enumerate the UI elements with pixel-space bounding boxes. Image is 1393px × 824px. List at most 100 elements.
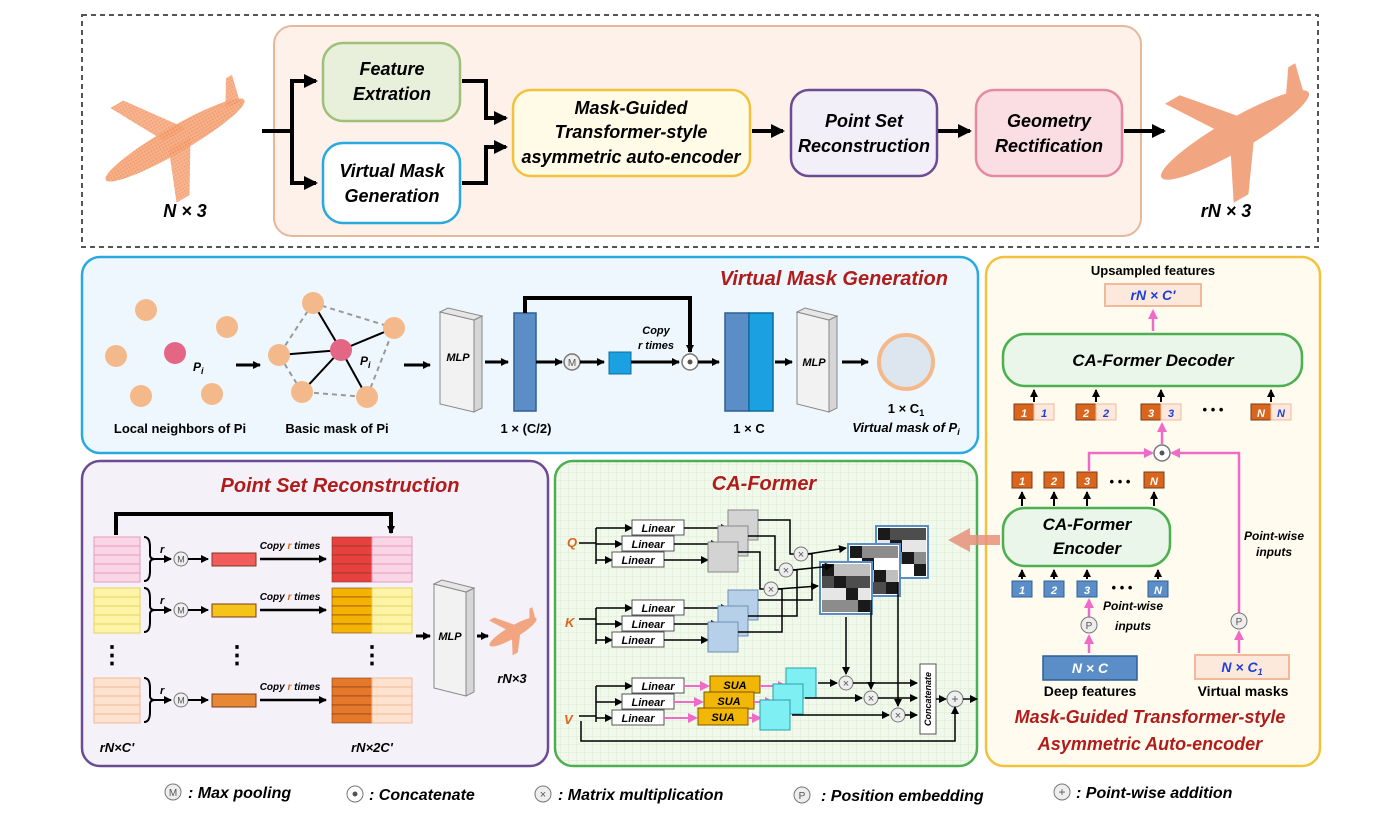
encoder-output-token — [1143, 471, 1165, 489]
attention-cell — [850, 546, 862, 558]
output-airplane-cloud — [1160, 63, 1310, 203]
local-neighbors-label: Local neighbors of Pi — [114, 421, 246, 436]
autoencoder-title-2: Asymmetric Auto-encoder — [1037, 734, 1263, 754]
psr-right-light-cell — [371, 713, 413, 724]
svg-text:N: N — [1154, 585, 1163, 597]
sua-block — [697, 707, 749, 726]
psr-panel — [80, 459, 550, 768]
attention-cell — [914, 528, 926, 540]
psr-maxpool-text: M — [177, 696, 185, 706]
psr-mlp — [432, 579, 476, 697]
svg-text:P: P — [799, 791, 806, 802]
deep-features-box — [1042, 655, 1138, 681]
pointwise-right-1: Point-wise — [1244, 529, 1304, 543]
attention-cell — [834, 600, 846, 612]
psr-right-dark-cell — [331, 554, 373, 565]
projected-feature — [707, 541, 739, 573]
svg-text:+: + — [951, 692, 958, 706]
psr-right-light-cell — [371, 587, 413, 598]
encoder-input-token — [1147, 580, 1169, 598]
virtual-mask-circle — [877, 333, 935, 391]
psr-pooled-feature — [211, 603, 257, 618]
linear-label: Linear — [631, 697, 665, 709]
linear-label: Linear — [631, 619, 665, 631]
attention-cell — [886, 570, 898, 582]
attention-cell — [902, 564, 914, 576]
psr-left-stack-cell — [93, 605, 141, 616]
vmg-mlp-1-label: MLP — [446, 352, 470, 364]
attention-cell — [858, 564, 870, 576]
psr-left-stack-cell — [93, 713, 141, 724]
psr-maxpool-text: M — [177, 555, 185, 565]
vmg-virtual-mask-label: Virtual mask of Pi — [852, 420, 960, 437]
psr-right-light-cell — [371, 614, 413, 625]
psr-left-stack-cell — [93, 536, 141, 547]
psr-right-light-cell — [371, 545, 413, 556]
attention-cell — [846, 588, 858, 600]
psr-left-stack-cell — [93, 686, 141, 697]
caformer-title: CA-Former — [712, 473, 818, 495]
encoder-input-token — [1011, 580, 1033, 598]
encoder-output-token — [1076, 471, 1098, 489]
linear-label: Linear — [641, 681, 675, 693]
attention-cell — [886, 546, 898, 558]
attention-cell — [914, 552, 926, 564]
attention-cell — [878, 528, 890, 540]
encoder-out-dots: • • • — [1110, 474, 1131, 489]
vmg-pooled-feature — [608, 351, 632, 375]
input-airplane-cloud — [105, 74, 245, 203]
caformer-link-arrow — [948, 528, 1000, 552]
legend-addition-label: : Point-wise addition — [1076, 785, 1233, 802]
psr-out-dim: rN×3 — [497, 671, 527, 686]
attention-cell — [902, 540, 914, 552]
pipeline-frame — [81, 14, 1319, 248]
psr-right-dark-cell — [331, 587, 373, 598]
attention-cell — [914, 540, 926, 552]
svg-text:2: 2 — [1050, 476, 1057, 488]
attention-cell — [914, 564, 926, 576]
decoder-token-mask — [1033, 403, 1055, 421]
psr-right-light-cell — [371, 536, 413, 547]
psr-right-dark-cell — [331, 713, 373, 724]
encoder-box — [1001, 506, 1172, 568]
vmg-dim-c: 1 × C — [733, 421, 765, 436]
input-dim-label: N × 3 — [163, 201, 207, 221]
svg-text:×: × — [843, 678, 849, 690]
svg-text:P: P — [1236, 617, 1243, 628]
point-set-box — [789, 88, 939, 178]
vmg-mlp-2-label: MLP — [802, 357, 826, 369]
psr-right-dark-cell — [331, 695, 373, 706]
deep-dim: N × C — [1072, 660, 1109, 676]
mask-guided-label-2: Transformer-style — [555, 122, 708, 142]
psr-right-light-cell — [371, 554, 413, 565]
psr-right-dark-cell — [331, 686, 373, 697]
svg-text:N: N — [1277, 408, 1286, 420]
attention-cell — [858, 588, 870, 600]
sua-label: SUA — [717, 696, 740, 708]
psr-left-stack-cell — [93, 614, 141, 625]
psr-left-stack-cell — [93, 623, 141, 634]
pointwise-right-2: inputs — [1256, 545, 1292, 559]
svg-text:×: × — [895, 710, 901, 722]
psr-right-dark-cell — [331, 572, 373, 583]
output-dim-label: rN × 3 — [1201, 201, 1252, 221]
svg-text:3: 3 — [1168, 408, 1174, 420]
psr-title: Point Set Reconstruction — [221, 475, 460, 497]
svg-text:2: 2 — [1082, 408, 1089, 420]
decoder-dots: • • • — [1203, 402, 1224, 417]
vmg-mlp-1 — [438, 307, 484, 413]
virtual-dim: N × C1 — [1221, 659, 1262, 677]
linear-label: Linear — [641, 523, 675, 535]
psr-copy-label: Copy r times — [260, 541, 321, 552]
pi-label-2: Pi — [360, 354, 371, 370]
attention-cell — [834, 564, 846, 576]
psr-dots-1: ⋮ — [100, 642, 124, 669]
legend-maxpool-label: : Max pooling — [188, 785, 291, 802]
psr-r-label: r — [160, 685, 165, 697]
encoder-input-token — [1076, 580, 1098, 598]
feature-extraction-box — [321, 41, 462, 123]
svg-text:N: N — [1257, 408, 1266, 420]
psr-right-dark-cell — [331, 536, 373, 547]
virtual-masks-label: Virtual masks — [1198, 683, 1289, 699]
